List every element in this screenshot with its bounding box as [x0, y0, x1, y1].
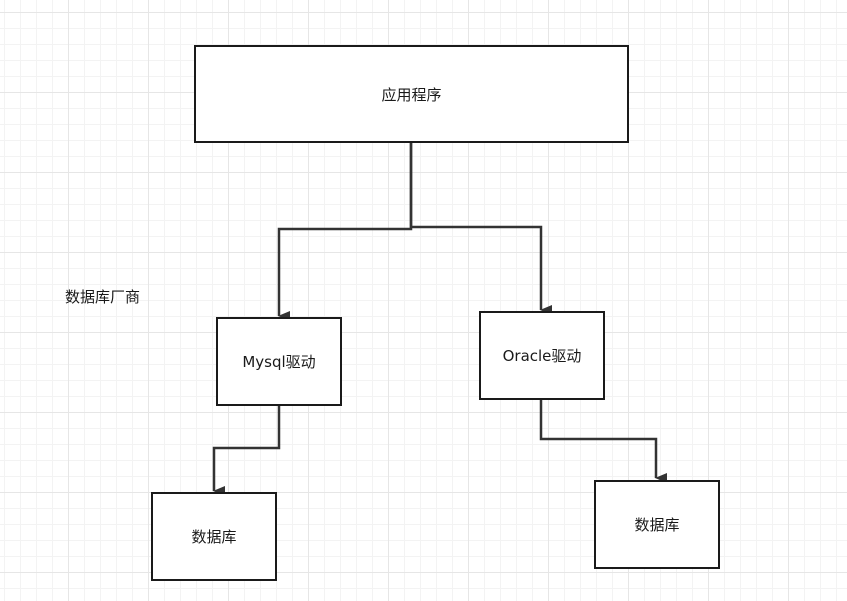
- mysql-driver-label: Mysql驱动: [242, 353, 316, 371]
- application-node: 应用程序: [194, 45, 629, 143]
- oracle-driver-label: Oracle驱动: [502, 347, 582, 365]
- oracle-driver-node: Oracle驱动: [479, 311, 605, 400]
- oracle-database-node: 数据库: [594, 480, 720, 569]
- mysql-database-node: 数据库: [151, 492, 277, 581]
- edge-app-to-mysql-driver: [277, 142, 413, 321]
- oracle-database-label: 数据库: [634, 516, 680, 534]
- database-vendor-label: 数据库厂商: [65, 288, 141, 306]
- mysql-driver-node: Mysql驱动: [216, 317, 342, 406]
- mysql-database-label: 数据库: [191, 528, 237, 546]
- edge-app-to-oracle-driver: [409, 142, 552, 315]
- edge-oracle-driver-to-db: [539, 399, 667, 483]
- edge-mysql-driver-to-db: [212, 405, 281, 496]
- application-label: 应用程序: [381, 85, 442, 104]
